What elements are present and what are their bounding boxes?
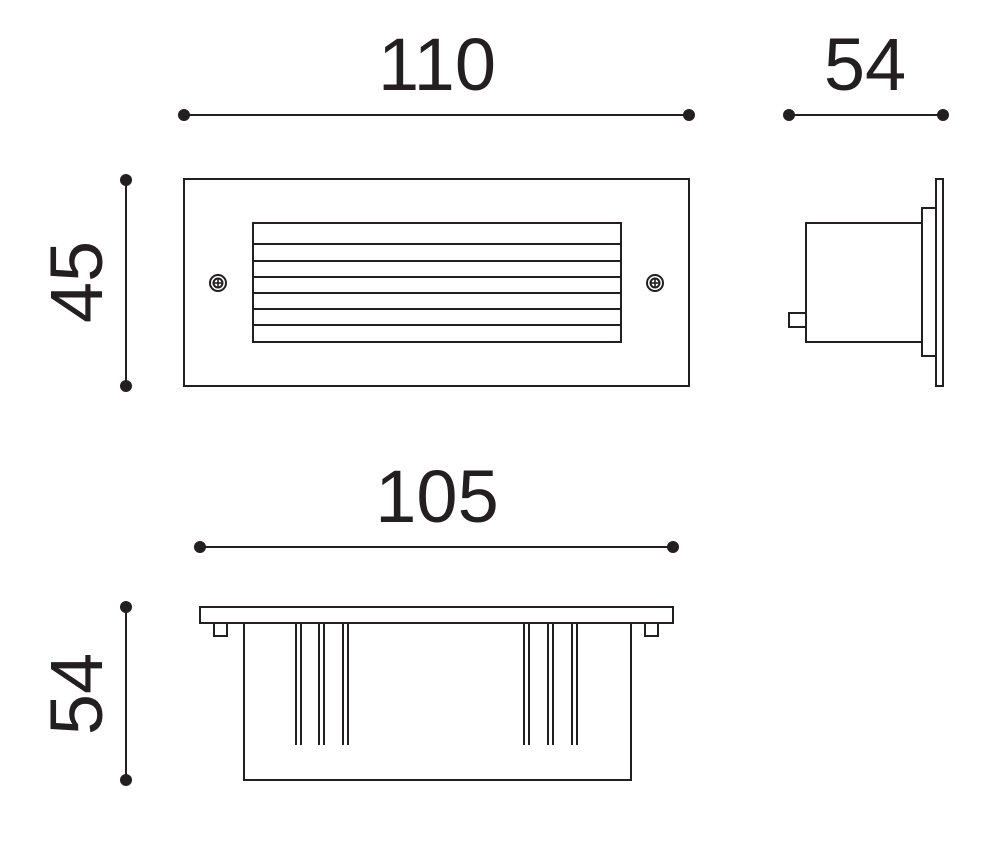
bottom-body	[243, 622, 632, 781]
bottom-tab-right	[644, 622, 659, 637]
bottom-ribs-right	[523, 623, 578, 745]
dimension-bottom-width: 105	[194, 455, 679, 553]
bottom-face-plate	[199, 606, 674, 624]
screw-left-icon	[209, 274, 227, 292]
dimension-side-depth: 54	[783, 23, 949, 121]
bottom-width-label: 105	[375, 455, 498, 538]
bottom-view	[199, 606, 674, 781]
bottom-tab-left	[213, 622, 228, 637]
side-cable-gland	[788, 312, 807, 328]
side-body	[805, 222, 923, 343]
side-depth-label: 54	[824, 23, 906, 106]
front-height-label: 45	[35, 241, 118, 323]
dimension-front-width: 110	[178, 23, 695, 121]
front-width-label: 110	[378, 23, 496, 106]
bottom-ribs-left	[295, 623, 349, 745]
dimension-bottom-depth: 54	[35, 601, 132, 786]
screw-right-icon	[646, 274, 664, 292]
side-flange	[921, 207, 937, 357]
louver-frame	[252, 222, 622, 343]
bottom-depth-label: 54	[35, 653, 118, 735]
side-view	[788, 178, 944, 387]
louver-slats	[253, 243, 621, 326]
dimension-front-height: 45	[35, 174, 132, 392]
front-view	[183, 178, 690, 387]
side-face-plate	[935, 178, 944, 387]
front-plate	[183, 178, 690, 387]
